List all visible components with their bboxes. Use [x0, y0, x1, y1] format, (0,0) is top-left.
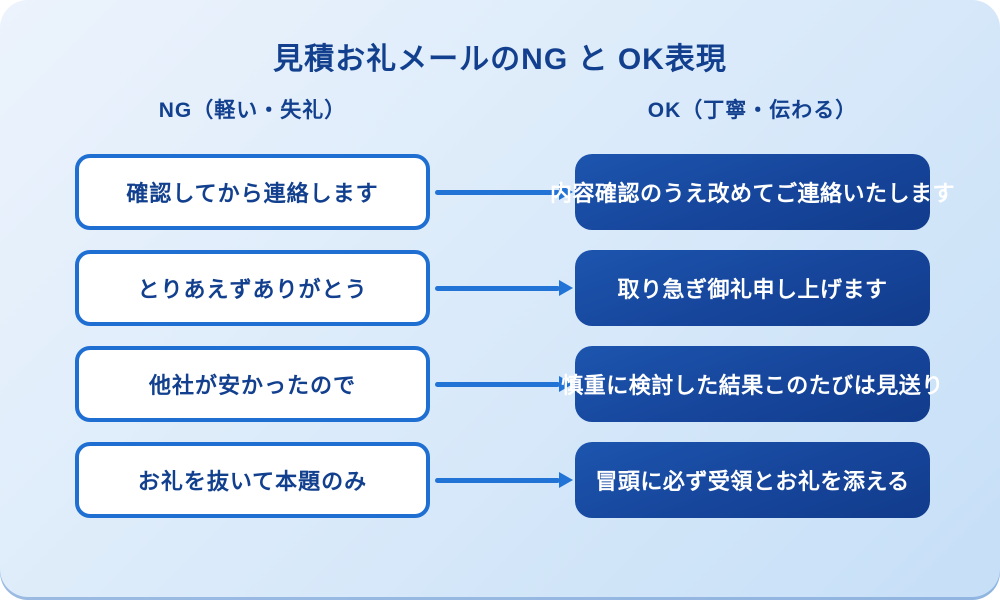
comparison-rows: 確認してから連絡します 内容確認のうえ改めてご連絡いたします とりあえずありがと… — [75, 154, 955, 518]
arrow-right-icon — [430, 442, 575, 518]
ok-box-label: 慎重に検討した結果このたびは見送り — [561, 373, 944, 398]
ok-box: 冒頭に必ず受領とお礼を添える — [575, 442, 930, 518]
ng-box: とりあえずありがとう — [75, 250, 430, 326]
ok-box: 内容確認のうえ改めてご連絡いたします — [550, 154, 955, 230]
ok-box-label: 内容確認のうえ改めてご連絡いたします — [550, 181, 956, 206]
arrow-right-icon — [430, 250, 575, 326]
column-headers: NG（軽い・失礼） OK（丁寧・伝わる） — [75, 94, 930, 124]
header-spacer — [430, 94, 575, 124]
column-header-ng: NG（軽い・失礼） — [158, 99, 347, 122]
ng-box-label: 他社が安かったので — [148, 373, 356, 398]
ok-box-label: 冒頭に必ず受領とお礼を添える — [595, 469, 910, 494]
ng-box-label: お礼を抜いて本題のみ — [137, 469, 368, 494]
ng-box: 確認してから連絡します — [75, 154, 430, 230]
ng-box-label: 確認してから連絡します — [126, 181, 379, 206]
arrow-right-icon — [430, 346, 575, 422]
ok-box: 取り急ぎ御礼申し上げます — [575, 250, 930, 326]
column-header-ok: OK（丁寧・伝わる） — [647, 99, 858, 122]
ng-box: お礼を抜いて本題のみ — [75, 442, 430, 518]
ng-box: 他社が安かったので — [75, 346, 430, 422]
ng-box-label: とりあえずありがとう — [137, 277, 368, 302]
ok-box-label: 取り急ぎ御礼申し上げます — [617, 277, 888, 302]
page-title: 見積お礼メールのNG と OK表現 — [273, 43, 727, 76]
arrow-right-icon — [430, 154, 575, 230]
ok-box: 慎重に検討した結果このたびは見送り — [561, 346, 943, 422]
